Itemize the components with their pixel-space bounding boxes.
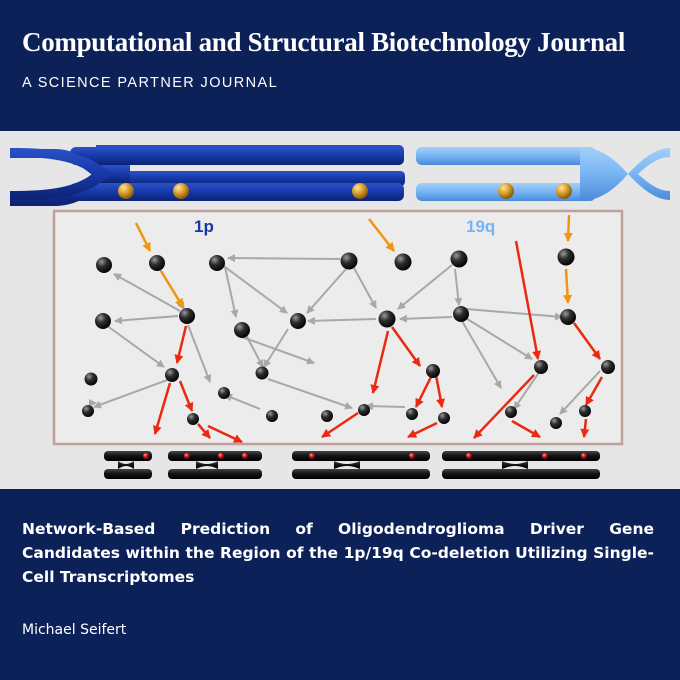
journal-title: Computational and Structural Biotechnolo… (22, 27, 626, 57)
network-frame (52, 209, 624, 446)
cover-figure: 1p 19q (0, 131, 680, 489)
chromosome-fragment-2 (168, 451, 262, 479)
cover-footer: Network-Based Prediction of Oligodendrog… (0, 489, 680, 680)
network-nodes (82, 248, 615, 429)
journal-subtitle: A SCIENCE PARTNER JOURNAL (22, 75, 279, 91)
label-19q: 19q (466, 217, 495, 236)
centromere-markers (118, 183, 572, 199)
chromosome-fragment-3 (292, 451, 430, 479)
label-1p: 1p (194, 217, 214, 236)
chromosome-fragment-1 (104, 451, 152, 479)
chromosome-1p (10, 145, 405, 206)
orange-edges (134, 214, 573, 308)
network-illustration: 1p 19q (10, 145, 670, 479)
red-edges (152, 240, 604, 444)
chromosome-19q (416, 147, 670, 201)
chromosome-fragment-4 (442, 451, 600, 479)
cover-header: Computational and Structural Biotechnolo… (0, 0, 680, 131)
deleted-chromosomes (104, 451, 600, 479)
author-name: Michael Seifert (22, 622, 127, 638)
paper-title: Network-Based Prediction of Oligodendrog… (22, 520, 654, 586)
